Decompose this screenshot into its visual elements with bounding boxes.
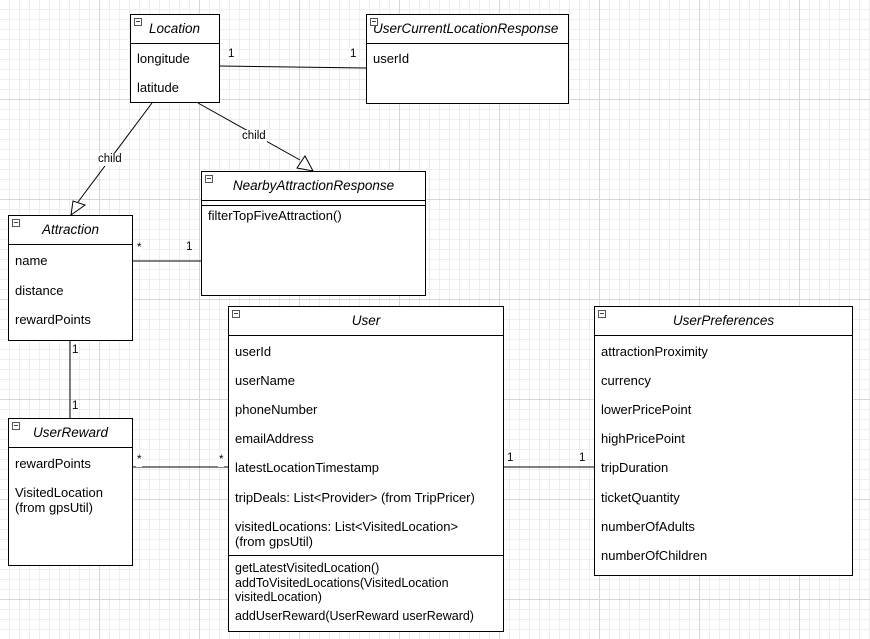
collapse-toggle-icon[interactable]: [12, 219, 20, 227]
class-attraction-title: Attraction: [41, 222, 100, 237]
class-location-header[interactable]: Location: [131, 15, 219, 44]
collapse-toggle-icon[interactable]: [134, 18, 142, 26]
attr-attraction-proximity: attractionProximity: [601, 344, 708, 359]
mult-attraction-bottom: 1: [71, 344, 80, 357]
separator: [229, 555, 503, 556]
attr-user-name: userName: [235, 373, 295, 388]
mult-location-end: 1: [227, 48, 236, 61]
inherit-arrowhead-attraction: [70, 200, 87, 217]
mult-reward-top: 1: [71, 400, 80, 413]
attr-visited-locations: visitedLocations: List<VisitedLocation> …: [235, 519, 459, 549]
class-user-preferences-header[interactable]: UserPreferences: [595, 307, 852, 336]
attr-phone-number: phoneNumber: [235, 402, 318, 417]
method-filter-top-five: filterTopFiveAttraction(): [208, 208, 342, 223]
attr-number-of-children: numberOfChildren: [601, 548, 708, 563]
inherit-arrowhead-nearby: [296, 155, 314, 172]
class-user-preferences[interactable]: UserPreferences attractionProximity curr…: [594, 306, 853, 576]
class-response-header[interactable]: UserCurrentLocationResponse: [367, 15, 568, 44]
attr-currency: currency: [601, 373, 651, 388]
class-attraction[interactable]: Attraction name distance rewardPoints: [8, 215, 133, 341]
attr-trip-duration: tripDuration: [601, 460, 669, 475]
class-location[interactable]: Location longitude latitude: [130, 14, 220, 103]
mult-preferences-one: 1: [578, 452, 587, 465]
collapse-toggle-icon[interactable]: [232, 310, 240, 318]
attr-visited-location: VisitedLocation (from gpsUtil): [15, 485, 103, 515]
method-add-user-reward: addUserReward(UserReward userReward): [235, 609, 474, 623]
method-add-to-visited-locations: addToVisitedLocations(VisitedLocation vi…: [235, 576, 449, 604]
attr-longitude: longitude: [137, 51, 190, 66]
class-location-title: Location: [149, 21, 201, 36]
mult-user-star: *: [218, 454, 225, 467]
collapse-toggle-icon[interactable]: [205, 175, 213, 183]
attr-high-price-point: highPricePoint: [601, 431, 685, 446]
attr-trip-deals: tripDeals: List<Provider> (from TripPric…: [235, 490, 475, 505]
attr-name: name: [15, 253, 48, 268]
class-user-reward[interactable]: UserReward rewardPoints VisitedLocation …: [8, 418, 133, 566]
class-response-title: UserCurrentLocationResponse: [373, 21, 559, 36]
mult-nearby-one: 1: [185, 241, 194, 254]
class-user-current-location-response[interactable]: UserCurrentLocationResponse userId: [366, 14, 569, 104]
attr-email-address: emailAddress: [235, 431, 314, 446]
class-user[interactable]: User userId userName phoneNumber emailAd…: [228, 306, 504, 632]
class-nearby-title: NearbyAttractionResponse: [232, 178, 395, 193]
attr-userid: userId: [373, 51, 410, 66]
attr-reward-points: rewardPoints: [15, 312, 91, 327]
class-attraction-header[interactable]: Attraction: [9, 216, 132, 245]
collapse-toggle-icon[interactable]: [12, 422, 20, 430]
child-label-attraction: child: [97, 153, 123, 166]
attr-user-id: userId: [235, 344, 272, 359]
class-user-reward-header[interactable]: UserReward: [9, 419, 132, 448]
mult-response-end: 1: [349, 48, 358, 61]
attr-lower-price-point: lowerPricePoint: [601, 402, 692, 417]
attr-distance: distance: [15, 283, 64, 298]
mult-reward-star: *: [136, 454, 143, 467]
mult-user-one: 1: [506, 452, 515, 465]
collapse-toggle-icon[interactable]: [598, 310, 606, 318]
class-user-preferences-title: UserPreferences: [672, 313, 775, 328]
mult-attraction-star: *: [136, 242, 143, 255]
class-user-reward-title: UserReward: [32, 425, 109, 440]
class-nearby-attraction-response[interactable]: NearbyAttractionResponse filterTopFiveAt…: [201, 171, 426, 296]
collapse-toggle-icon[interactable]: [370, 18, 378, 26]
separator: [202, 205, 425, 206]
attr-latitude: latitude: [137, 80, 179, 95]
attr-number-of-adults: numberOfAdults: [601, 519, 695, 534]
class-user-title: User: [351, 313, 381, 328]
class-nearby-header[interactable]: NearbyAttractionResponse: [202, 172, 425, 201]
method-get-latest-visited-location: getLatestVisitedLocation(): [235, 561, 380, 575]
class-user-header[interactable]: User: [229, 307, 503, 336]
assoc-location-response: [219, 65, 367, 69]
attr-reward-points: rewardPoints: [15, 456, 91, 471]
attr-latest-location-timestamp: latestLocationTimestamp: [235, 460, 380, 475]
inherit-attraction-location: [77, 102, 153, 203]
child-label-nearby: child: [241, 130, 267, 143]
attr-ticket-quantity: ticketQuantity: [601, 490, 680, 505]
